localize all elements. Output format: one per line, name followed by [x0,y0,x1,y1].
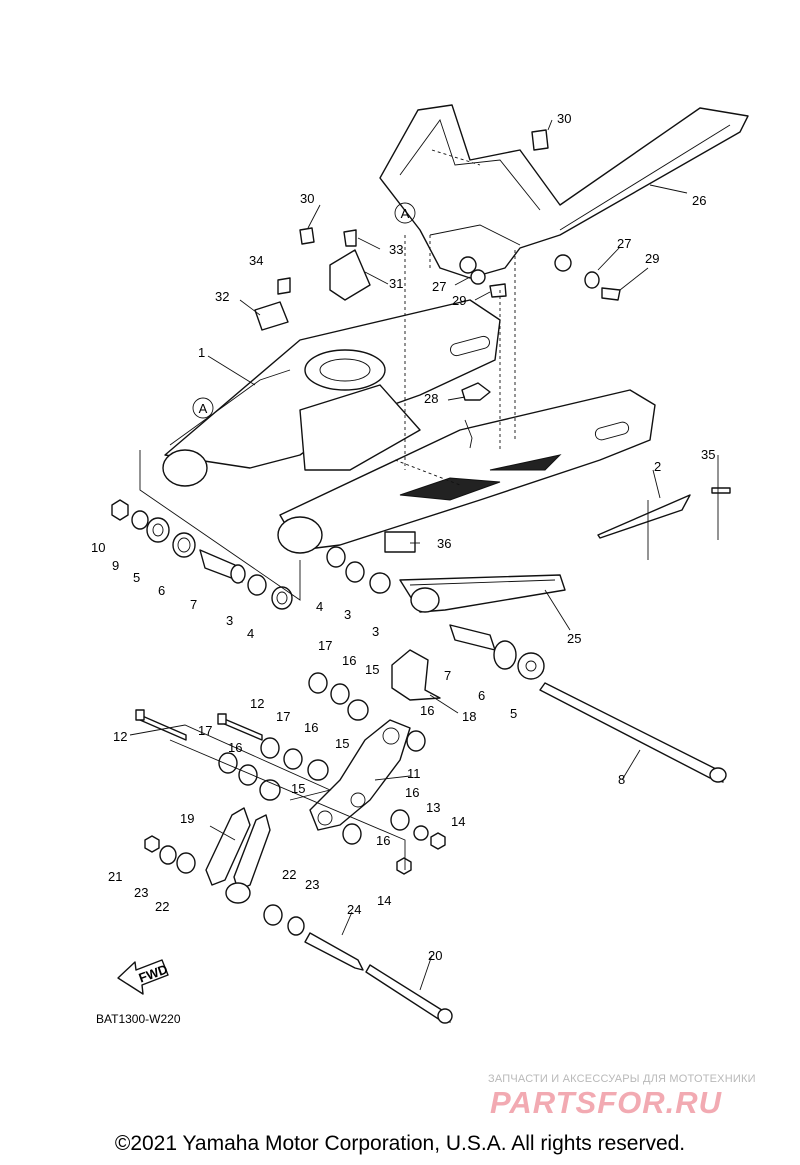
assembly-outlines [129,235,719,870]
callout-19: 19 [180,811,194,826]
callout-7-right: 7 [444,668,451,683]
callout-4-left: 4 [247,626,254,641]
callout-35: 35 [701,447,715,462]
pivot-shaft [539,682,727,783]
callout-12-mid: 12 [250,696,264,711]
callout-3-left: 3 [226,613,233,628]
callout-21: 21 [108,869,122,884]
callout-27-right: 27 [617,236,631,251]
callout-31: 31 [389,276,403,291]
callout-6-right: 6 [478,688,485,703]
callout-17-mid: 17 [276,709,290,724]
callout-15-low: 15 [291,781,305,796]
callout-27-mid: 27 [432,279,446,294]
bolts-12 [135,709,263,741]
callout-13: 13 [426,800,440,815]
callout-23-left: 23 [134,885,148,900]
callout-5-right: 5 [510,706,517,721]
callout-30-left: 30 [300,191,314,206]
callout-24: 24 [347,902,361,917]
bracket-18 [391,649,441,701]
callout-17-left: 17 [198,723,212,738]
callout-16-lowright: 16 [405,785,419,800]
callout-33: 33 [389,242,403,257]
shaft-20 [365,964,453,1024]
callout-12-left: 12 [113,729,127,744]
ref-mark-a-left: A [199,401,208,416]
callout-29-right: 29 [645,251,659,266]
callout-6-left: 6 [158,583,165,598]
callout-30-top: 30 [557,111,571,126]
callout-18: 18 [462,709,476,724]
leader-lines [207,119,688,991]
callout-20: 20 [428,948,442,963]
ref-mark-a-top: A [401,206,410,221]
callout-25: 25 [567,631,581,646]
callout-9: 9 [112,558,119,573]
callout-17-top: 17 [318,638,332,653]
callout-22-right: 22 [282,867,296,882]
reference-marks: A A [192,202,416,419]
callout-16-left: 16 [228,740,242,755]
callout-23-right: 23 [305,877,319,892]
callout-36: 36 [437,536,451,551]
callout-5-left: 5 [133,570,140,585]
watermark-tagline: ЗАПЧАСТИ И АКСЕССУАРЫ ДЛЯ МОТОТЕХНИКИ [488,1073,756,1085]
callout-3-right: 3 [372,624,379,639]
callout-32: 32 [215,289,229,304]
upper-hardware [254,129,621,331]
swingarm [162,299,656,554]
callout-7-left: 7 [190,597,197,612]
callout-4-right: 4 [316,599,323,614]
callout-34: 34 [249,253,263,268]
callout-16-top: 16 [342,653,356,668]
bracket-28 [461,382,491,449]
callout-8: 8 [618,772,625,787]
chain-guard [399,574,566,613]
pivot-hardware-left [111,499,293,610]
relay-arm [309,719,411,831]
decals [384,487,731,553]
callout-16-mid: 16 [304,720,318,735]
fwd-label: FWD [137,961,170,985]
callout-14-right: 14 [451,814,465,829]
lower-hardware [144,835,305,936]
fwd-arrow-icon: FWD [117,959,170,995]
callout-28: 28 [424,391,438,406]
callout-16-bottom: 16 [376,833,390,848]
callout-11: 11 [407,766,421,781]
callout-15-mid: 15 [335,736,349,751]
callout-26: 26 [692,193,706,208]
connecting-rods [205,807,271,904]
pivot-hardware-right [326,546,545,680]
callout-3-mid: 3 [344,607,351,622]
rear-fender [379,104,749,279]
callout-14-bottom: 14 [377,893,391,908]
callout-10: 10 [91,540,105,555]
callout-1: 1 [198,345,205,360]
callout-15-top: 15 [365,662,379,677]
shaft-24 [304,932,364,971]
callout-29-mid: 29 [452,293,466,308]
watermark-logo: PARTSFOR.RU [490,1085,723,1120]
callout-16-right: 16 [420,703,434,718]
copyright-notice: ©2021 Yamaha Motor Corporation, U.S.A. A… [114,1132,686,1155]
callout-2: 2 [654,459,661,474]
diagram-part-code: BAT1300-W220 [96,1012,181,1026]
callout-labels: 30 30 33 31 34 32 1 26 27 29 27 29 28 2 … [91,111,715,963]
callout-22-left: 22 [155,899,169,914]
